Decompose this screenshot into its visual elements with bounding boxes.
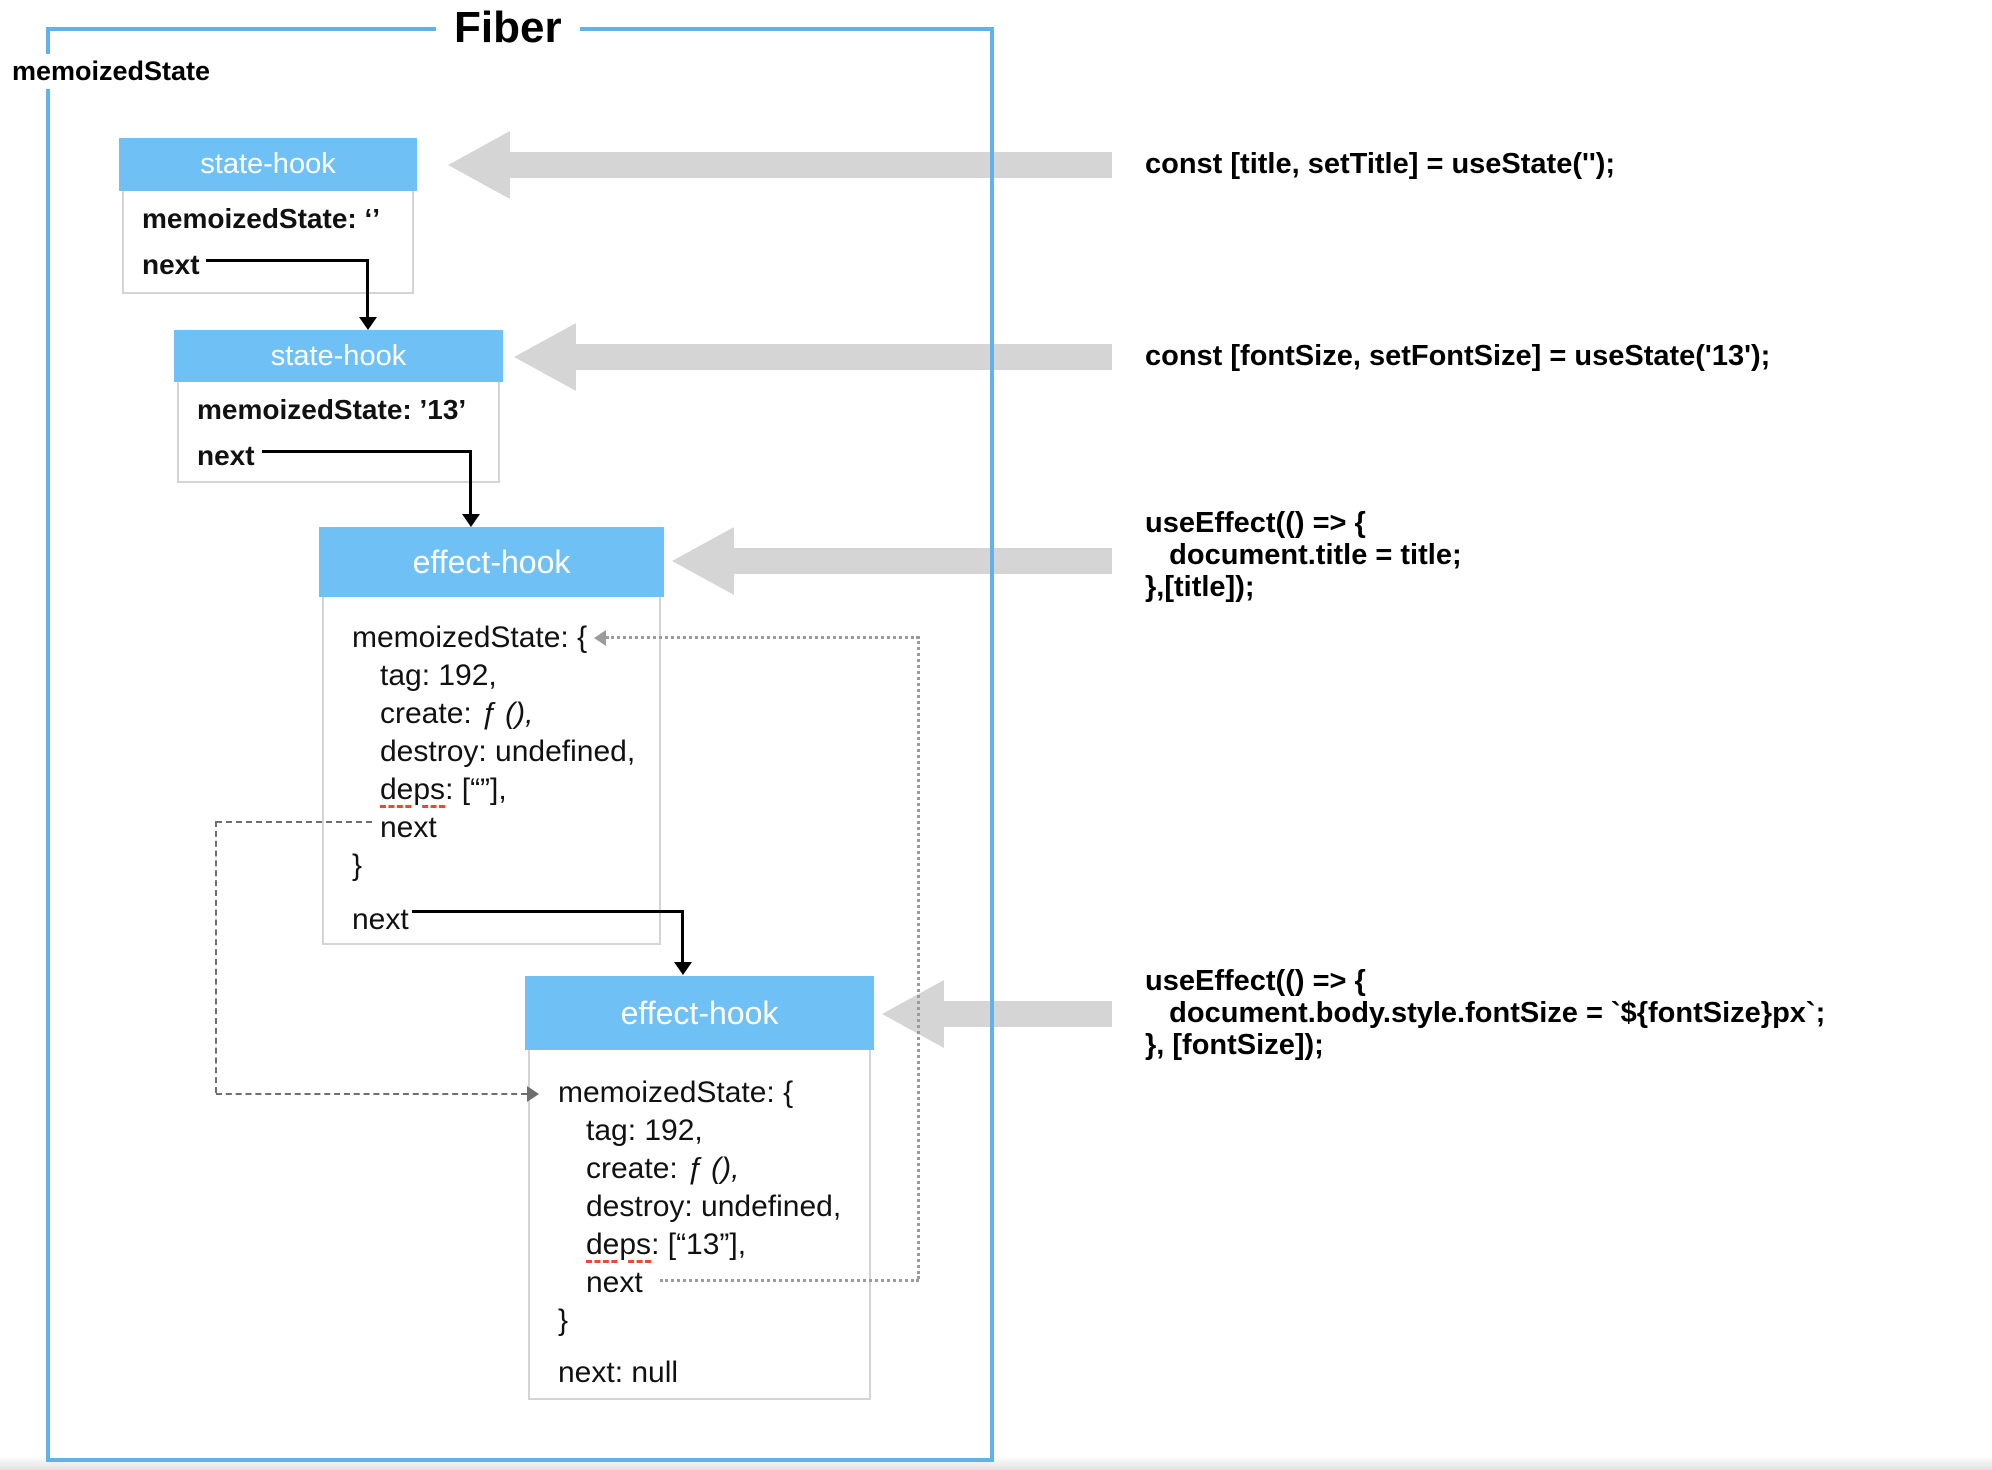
next-link-1-vertical bbox=[366, 259, 369, 319]
code-line: },[title]); bbox=[1145, 571, 1255, 603]
code-useEffect-title: useEffect(() => { document.title = title… bbox=[1145, 507, 1462, 603]
code-line: const [title, setTitle] = useState(''); bbox=[1145, 148, 1616, 180]
memoizedstate-open-row: memoizedState: { bbox=[558, 1076, 794, 1109]
effect-next-dashed-horizontal-2 bbox=[216, 1093, 527, 1095]
node-state-hook-2-body: memoizedState: ’13’ next bbox=[177, 382, 500, 483]
deps-label: deps bbox=[380, 773, 446, 806]
code-arrow-4-head-icon bbox=[882, 980, 944, 1048]
effect-next-dashed-horizontal-1 bbox=[216, 821, 372, 823]
node-effect-hook-2-body: memoizedState: { tag: 192, create: ƒ (),… bbox=[528, 1050, 871, 1400]
node-effect-hook-2-header: effect-hook bbox=[525, 976, 874, 1050]
next-link-2-horizontal bbox=[262, 450, 472, 453]
node-state-hook-2-header: state-hook bbox=[174, 330, 503, 382]
code-line: useEffect(() => { bbox=[1145, 965, 1366, 997]
effect-next-dashed-vertical bbox=[215, 821, 217, 1093]
next-row: next bbox=[197, 440, 255, 471]
code-line: const [fontSize, setFontSize] = useState… bbox=[1145, 340, 1771, 372]
next-link-3-arrowhead-icon bbox=[674, 962, 692, 975]
create-fn-value: ƒ (), bbox=[686, 1152, 740, 1185]
create-label: create: bbox=[586, 1152, 687, 1185]
tag-row: tag: 192, bbox=[586, 1114, 703, 1147]
node-state-hook-1: state-hook memoizedState: ‘’ next bbox=[119, 138, 417, 294]
next-row: next bbox=[142, 249, 200, 280]
create-row: create: ƒ (), bbox=[324, 695, 659, 733]
effect-next-dotted-horizontal-2 bbox=[606, 636, 919, 639]
deps-label: deps bbox=[586, 1228, 652, 1261]
fiber-title: Fiber bbox=[436, 2, 580, 54]
code-line: document.title = title; bbox=[1145, 539, 1462, 571]
memoizedstate-row: memoizedState: ‘’ bbox=[142, 203, 381, 234]
next-null-row: next: null bbox=[558, 1356, 679, 1389]
next-link-3-horizontal bbox=[412, 910, 684, 913]
code-useState-fontSize: const [fontSize, setFontSize] = useState… bbox=[1145, 340, 1770, 372]
deps-row: deps: [“13”], bbox=[530, 1226, 869, 1264]
code-arrow-1-shaft bbox=[508, 152, 1112, 178]
next-inner-row: next bbox=[380, 811, 437, 844]
node-effect-hook-1-header: effect-hook bbox=[319, 527, 664, 597]
memoizedstate-open-row: memoizedState: { bbox=[352, 621, 588, 654]
code-arrow-3-shaft bbox=[732, 548, 1112, 574]
effect-next-dotted-vertical bbox=[917, 636, 920, 1279]
node-effect-hook-2: effect-hook memoizedState: { tag: 192, c… bbox=[525, 976, 874, 1400]
next-inner-row: next bbox=[586, 1266, 643, 1299]
node-state-hook-2: state-hook memoizedState: ’13’ next bbox=[174, 330, 503, 483]
code-arrow-1-head-icon bbox=[448, 131, 510, 199]
create-fn-value: ƒ (), bbox=[480, 697, 534, 730]
memoizedstate-row: memoizedState: ’13’ bbox=[197, 394, 467, 425]
next-outer-row: next bbox=[352, 903, 409, 936]
destroy-row: destroy: undefined, bbox=[380, 735, 636, 768]
dashed-arrowhead-right-icon bbox=[527, 1086, 539, 1102]
next-link-2-arrowhead-icon bbox=[462, 514, 480, 527]
close-brace-row: } bbox=[352, 849, 363, 882]
deps-value: : [“13”], bbox=[651, 1228, 747, 1261]
node-effect-hook-1: effect-hook memoizedState: { tag: 192, c… bbox=[319, 527, 664, 945]
code-useState-title: const [title, setTitle] = useState(''); bbox=[1145, 148, 1615, 180]
deps-row: deps: [“”], bbox=[324, 771, 659, 809]
close-brace-row: } bbox=[558, 1304, 569, 1337]
deps-value: : [“”], bbox=[445, 773, 507, 806]
node-effect-hook-1-body: memoizedState: { tag: 192, create: ƒ (),… bbox=[322, 597, 661, 945]
next-link-2-vertical bbox=[469, 450, 472, 515]
code-line: useEffect(() => { bbox=[1145, 507, 1366, 539]
fiber-memoizedstate-label: memoizedState bbox=[12, 54, 225, 89]
code-useEffect-fontSize: useEffect(() => { document.body.style.fo… bbox=[1145, 965, 1825, 1061]
next-link-1-horizontal bbox=[206, 259, 368, 262]
code-arrow-3-head-icon bbox=[672, 527, 734, 595]
next-link-3-vertical bbox=[681, 910, 684, 964]
code-arrow-2-shaft bbox=[574, 344, 1112, 370]
code-line: document.body.style.fontSize = `${fontSi… bbox=[1145, 997, 1826, 1029]
code-arrow-4-shaft bbox=[942, 1001, 1112, 1027]
code-arrow-2-head-icon bbox=[514, 323, 576, 391]
destroy-row: destroy: undefined, bbox=[586, 1190, 842, 1223]
node-state-hook-1-header: state-hook bbox=[119, 138, 417, 191]
node-state-hook-1-body: memoizedState: ‘’ next bbox=[122, 191, 414, 294]
create-row: create: ƒ (), bbox=[530, 1150, 869, 1188]
effect-next-dotted-horizontal-1 bbox=[660, 1279, 919, 1282]
code-line: }, [fontSize]); bbox=[1145, 1029, 1324, 1061]
create-label: create: bbox=[380, 697, 481, 730]
dotted-arrowhead-left-icon bbox=[594, 630, 606, 646]
tag-row: tag: 192, bbox=[380, 659, 497, 692]
next-link-1-arrowhead-icon bbox=[359, 317, 377, 330]
